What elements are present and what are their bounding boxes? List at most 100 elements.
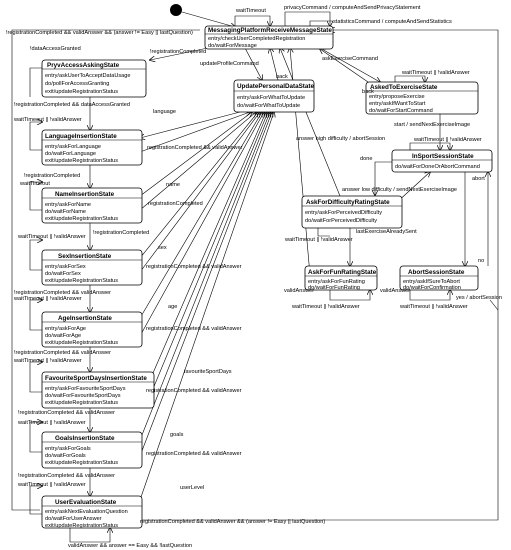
label-t39: validAnswer <box>284 288 314 294</box>
label-t27: !registrationCompleted <box>93 230 149 236</box>
label-t37: waitTimeout || !validAnswer <box>291 304 360 310</box>
label-t29: lastExerciseAlreadySent <box>356 229 417 235</box>
state-fun-rating: AskForFunRatingState entry/askForFunRati… <box>304 265 378 291</box>
label-t2: privacyCommand / computeAndSendPrivacySt… <box>284 5 421 11</box>
label-t24: abort <box>472 176 485 182</box>
label-t49: registrationCompleted && validAnswer <box>146 451 242 457</box>
label-t18: waitTimeout || !validAnswer <box>413 137 482 143</box>
state-user-eval: UserEvaluationState entry/askNextEvaluat… <box>41 495 143 529</box>
label-t8: back <box>276 74 288 80</box>
label-t50: !registrationCompleted && validAnswer <box>18 473 115 479</box>
state-fav-sport-action-3: exit/updateRegistrationStatus <box>45 400 118 406</box>
label-t36: age <box>168 304 177 310</box>
state-fav-sport: FavouriteSportDaysInsertionState entry/a… <box>41 371 155 409</box>
state-age-name: AgeInsertionState <box>58 315 112 322</box>
state-difficulty-action-1: entry/askForPerceivedDifficulty <box>305 210 382 216</box>
state-messaging-name: MessagingPlatformReceiveMessageState <box>208 27 332 34</box>
label-t32: !registrationCompleted && validAnswer <box>14 290 111 296</box>
state-difficulty-name: AskForDifficultyRatingState <box>306 199 390 206</box>
label-t44: favouriteSportDays <box>184 369 232 375</box>
state-user-eval-action-2: do/waitForUserAnswer <box>45 516 102 522</box>
state-difficulty-action-2: do/waitForPerceivedDifficulty <box>305 218 377 224</box>
state-asked-exercise: AskedToExerciseState entry/proposeExerci… <box>365 81 479 115</box>
state-user-eval-action-3: exit/updateRegistrationStatus <box>45 523 118 529</box>
label-t3: statisticsCommand / computeAndSendStatis… <box>333 19 452 25</box>
label-t25: registrationCompleted <box>148 201 203 207</box>
state-sex-action-2: do/waitForSex <box>45 271 81 277</box>
state-update-personal-action-2: do/waitForWhatToUpdate <box>237 103 300 109</box>
state-messaging-action-1: entry/checkUserCompletedRegistration <box>208 36 305 42</box>
label-t11: language <box>153 109 176 115</box>
state-goals-action-2: do/waitForGoals <box>45 453 86 459</box>
state-name-action-2: do/waitForName <box>45 209 86 215</box>
state-goals-action-1: entry/askForGoals <box>45 446 91 452</box>
state-update-personal: UpdatePersonalDataState entry/askForWhat… <box>233 79 314 113</box>
state-age-action-3: exit/updateRegistrationStatus <box>45 340 118 346</box>
initial-node <box>170 4 182 16</box>
state-name-action-1: entry/askForName <box>45 202 91 208</box>
state-sex-action-3: exit/updateRegistrationStatus <box>45 278 118 284</box>
label-t48: goals <box>170 432 184 438</box>
state-privacy-action-1: entry/askUserToAcceptDataUsage <box>45 73 131 79</box>
state-fav-sport-action-2: do/waitForFavouriteSportDays <box>45 393 121 399</box>
state-privacy: PryvAccessAskingState entry/askUserToAcc… <box>41 59 147 98</box>
label-t51: waitTimeout || !validAnswer <box>17 482 86 488</box>
label-t16: registrationCompleted && validAnswer <box>147 145 243 151</box>
state-fav-sport-name: FavouriteSportDaysInsertionState <box>45 375 147 382</box>
label-t46: !registrationCompleted && validAnswer <box>18 410 115 416</box>
label-t52: userLevel <box>180 485 204 491</box>
label-t31: registrationCompleted && validAnswer <box>146 264 242 270</box>
state-abort-action-1: entry/askIfSureToAbort <box>403 279 460 285</box>
state-name-action-3: exit/updateRegistrationStatus <box>45 216 118 222</box>
state-in-sport-name: InSportSessionState <box>412 153 474 160</box>
state-sex-name: SexInsertionState <box>58 253 112 260</box>
state-user-eval-action-1: entry/askNextEvaluationQuestion <box>45 509 128 515</box>
state-goals-action-3: exit/updateRegistrationStatus <box>45 460 118 466</box>
state-fun-rating-name: AskForFunRatingState <box>308 269 377 276</box>
label-t26: waitTimeout || !validAnswer <box>17 234 86 240</box>
label-t15: waitTimeout || !validAnswer <box>401 70 470 76</box>
state-asked-exercise-action-3: do/waitForStartCommand <box>369 108 433 114</box>
state-in-sport: InSportSessionState do/waitForDoneOrAbor… <box>391 149 493 173</box>
state-name: NameInsertionState entry/askForName do/w… <box>41 187 143 224</box>
state-goals-name: GoalsInsertionState <box>55 435 115 442</box>
label-t45: registrationCompleted && validAnswer <box>146 388 242 394</box>
label-t53: registrationCompleted && validAnswer && … <box>140 519 325 525</box>
label-t43: waitTimeout || !validAnswer <box>13 358 82 364</box>
state-abort-action-2: do/waitForConfirmation <box>403 285 461 291</box>
state-language-action-1: entry/askForLanguage <box>45 144 101 150</box>
state-age: AgeInsertionState entry/askForAge do/wai… <box>41 311 143 348</box>
label-t23: answer low difficulty / sendNextExercise… <box>342 187 457 193</box>
state-asked-exercise-name: AskedToExerciseState <box>370 84 438 91</box>
label-t5: !dataAccessGranted <box>30 46 81 52</box>
state-update-personal-action-1: entry/askForWhatToUpdate <box>237 95 305 101</box>
label-t21: waitTimeout <box>19 181 50 187</box>
state-messaging-action-2: do/waitForMessage <box>208 43 257 49</box>
state-language-action-2: do/waitForLanguage <box>45 151 96 157</box>
label-t54: validAnswer && answer == Easy && !lastQu… <box>68 543 192 549</box>
transitions <box>11 11 499 543</box>
label-t20: done <box>360 156 372 162</box>
label-t47: waitTimeout || !validAnswer <box>17 420 86 426</box>
state-privacy-action-3: exit/updateRegistrationStatus <box>45 89 118 95</box>
state-fun-rating-action-1: entry/askForFunRating <box>308 279 365 285</box>
label-t41: registrationCompleted && validAnswer <box>146 326 242 332</box>
state-asked-exercise-action-1: entry/proposeExercise <box>369 94 425 100</box>
state-asked-exercise-action-2: entry/askIfWantToStart <box>369 101 426 107</box>
label-t33: waitTimeout || !validAnswer <box>13 296 82 302</box>
label-t30: sex <box>158 245 167 251</box>
state-difficulty: AskForDifficultyRatingState entry/askFor… <box>301 195 403 229</box>
label-t9: askExerciseCommand <box>322 56 378 62</box>
state-abort: AbortSessionState entry/askIfSureToAbort… <box>399 265 479 291</box>
state-name-name: NameInsertionState <box>55 191 115 198</box>
label-t38: waitTimeout || !validAnswer <box>399 304 468 310</box>
label-t13: waitTimeout || !validAnswer <box>13 117 82 123</box>
state-goals: GoalsInsertionState entry/askForGoals do… <box>41 431 143 469</box>
transition-labels: waitTimeout privacyCommand / computeAndS… <box>6 5 502 549</box>
label-t40: validAnswer <box>380 288 410 294</box>
state-abort-name: AbortSessionState <box>408 269 465 276</box>
state-messaging: MessagingPlatformReceiveMessageState ent… <box>204 25 334 50</box>
label-t14: start / sendNextExerciseImage <box>394 122 470 128</box>
label-t34: no <box>478 258 484 264</box>
